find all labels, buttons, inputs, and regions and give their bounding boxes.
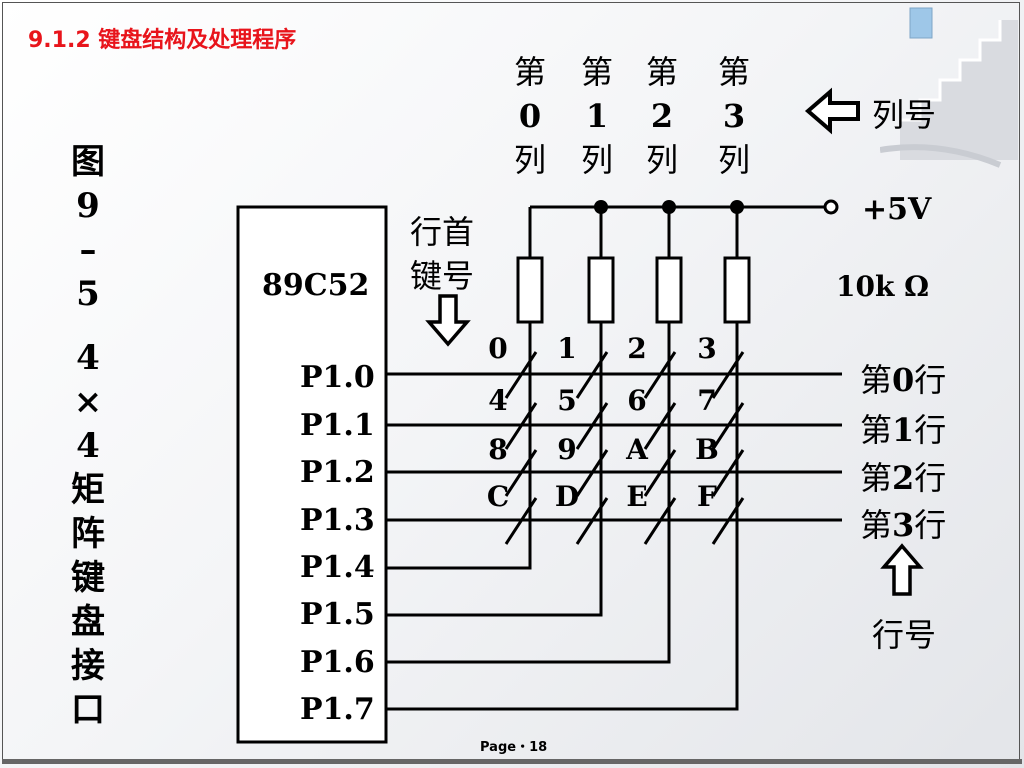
key-switch-1-0 (504, 402, 538, 450)
row-first-key-label: 行首 键号 (410, 213, 475, 295)
key-switch-0-0 (504, 351, 538, 399)
key-label: E (626, 480, 648, 513)
key-label: 4 (488, 384, 508, 417)
slide-title: 9.1.2 键盘结构及处理程序 (28, 28, 297, 53)
key-switch-2-3 (711, 449, 745, 497)
column-wire-3 (386, 322, 739, 711)
port-p1-3: P1.3 (300, 503, 375, 538)
key-label: 1 (557, 332, 577, 365)
key-switch-2-2 (643, 449, 677, 497)
row-label-0: 第0行 (860, 361, 947, 399)
key-label: 9 (557, 433, 577, 466)
resistor-0 (516, 256, 544, 324)
key-switch-3-1 (575, 497, 609, 545)
figure-caption: 图 9 – 5 4 × 4 矩 阵 键 盘 接 口 (71, 142, 105, 730)
staircase-decoration (880, 7, 1018, 168)
key-switch-2-1 (575, 449, 609, 497)
key-switch-0-2 (643, 351, 677, 399)
column-number-label: 列号 (872, 96, 937, 134)
arrow-down-icon (425, 294, 471, 347)
key-switch-1-3 (711, 402, 745, 450)
key-switch-3-2 (643, 497, 677, 545)
key-label: 8 (488, 433, 508, 466)
port-p1-4: P1.4 (300, 550, 375, 585)
key-label: 5 (557, 384, 577, 417)
column-wire-1 (386, 322, 603, 617)
row-label-3: 第3行 (860, 506, 947, 544)
key-label: 2 (627, 332, 647, 365)
resistor-3 (723, 256, 751, 324)
key-label: A (626, 433, 648, 466)
resistor-2 (655, 256, 683, 324)
key-label: B (695, 433, 719, 466)
chip-name: 89C52 (262, 268, 370, 303)
arrow-up-icon (880, 543, 924, 596)
supply-label: +5V (862, 192, 932, 227)
key-switch-0-3 (711, 351, 745, 399)
key-label: D (554, 480, 580, 513)
key-switch-1-2 (643, 402, 677, 450)
chip-body (236, 205, 388, 744)
column-wire-0 (386, 322, 532, 570)
port-p1-5: P1.5 (300, 597, 375, 632)
resistor-label: 10k Ω (836, 270, 930, 303)
key-label: 6 (627, 384, 647, 417)
row-label-1: 第1行 (860, 411, 947, 449)
key-switches (504, 351, 745, 545)
arrow-left-icon (804, 87, 860, 135)
key-switch-3-3 (711, 497, 745, 545)
port-p1-1: P1.1 (300, 408, 375, 443)
port-p1-2: P1.2 (300, 455, 375, 490)
port-p1-0: P1.0 (300, 360, 375, 395)
bottom-rule (2, 759, 1022, 764)
key-label: 7 (697, 384, 717, 417)
key-label: F (697, 480, 717, 513)
column-wire-2 (386, 322, 671, 664)
supply-terminal (823, 199, 839, 215)
port-p1-7: P1.7 (300, 692, 375, 727)
port-p1-6: P1.6 (300, 645, 375, 680)
resistor-1 (587, 256, 615, 324)
page-number: Page・18 (480, 740, 548, 755)
key-switch-0-1 (575, 351, 609, 399)
row-label-2: 第2行 (860, 459, 947, 497)
key-label: C (486, 480, 510, 513)
key-switch-3-0 (504, 497, 538, 545)
key-label: 0 (488, 332, 508, 365)
row-number-label: 行号 (872, 616, 937, 654)
key-label: 3 (697, 332, 717, 365)
key-switch-2-0 (504, 449, 538, 497)
key-switch-1-1 (575, 402, 609, 450)
